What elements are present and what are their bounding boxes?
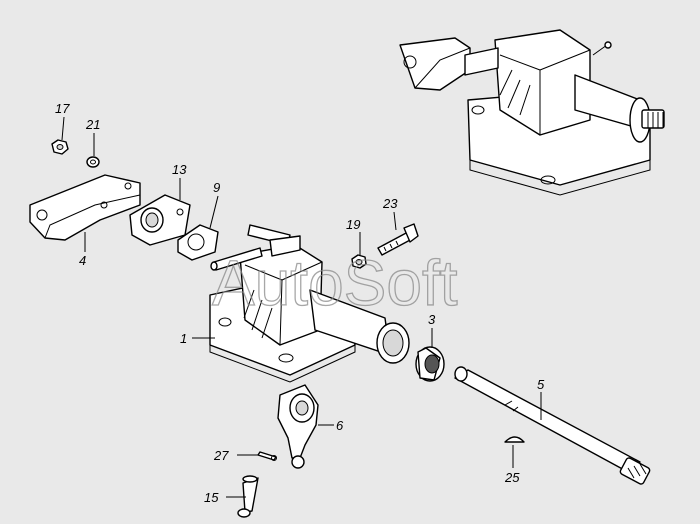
lever-part-6	[277, 384, 319, 469]
flange-part-13	[129, 194, 191, 246]
seal-part-3	[415, 346, 445, 382]
callout-6: 6	[336, 418, 344, 433]
housing-part-1	[209, 224, 410, 383]
callout-25: 25	[504, 470, 520, 485]
callout-21: 21	[85, 117, 100, 132]
callout-3: 3	[428, 312, 436, 327]
pin-part-27	[257, 451, 277, 461]
assembled-housing	[399, 29, 665, 196]
callout-17: 17	[55, 101, 70, 116]
callout-23: 23	[382, 196, 398, 211]
callout-27: 27	[213, 448, 229, 463]
callout-13: 13	[172, 162, 187, 177]
bolt-part-23	[377, 223, 419, 256]
callout-9: 9	[213, 180, 220, 195]
washer-part-21	[86, 156, 100, 168]
gasket-part-9	[177, 224, 219, 261]
nut-part-19	[351, 254, 367, 269]
nut-part-17	[51, 139, 69, 155]
callout-5: 5	[537, 377, 545, 392]
watermark: AutoSoft	[212, 247, 458, 319]
pin-part-15	[237, 475, 259, 518]
bracket-part-4	[29, 174, 141, 241]
key-part-25	[504, 436, 525, 443]
shaft-part-5	[454, 366, 651, 485]
callout-19: 19	[346, 217, 360, 232]
leader-lines	[61, 116, 542, 498]
callout-4: 4	[79, 253, 86, 268]
callout-15: 15	[204, 490, 219, 505]
callout-1: 1	[180, 331, 187, 346]
